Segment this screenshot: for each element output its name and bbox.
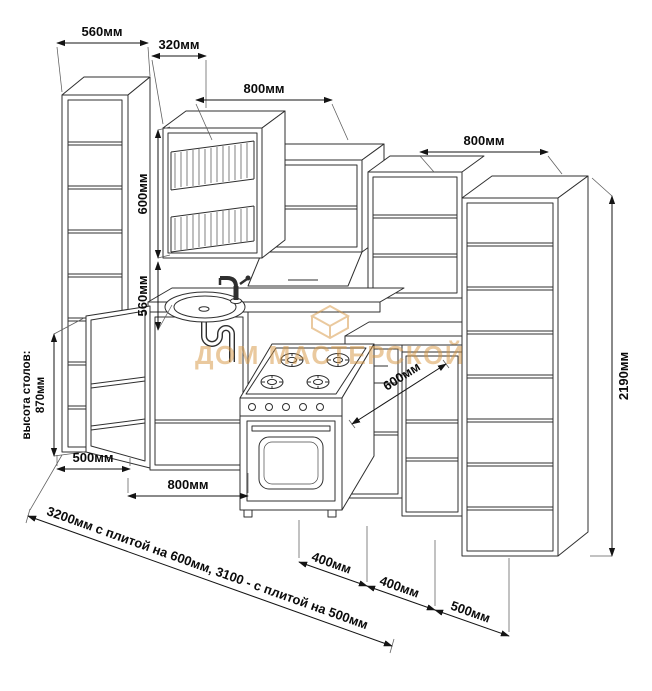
dim-cabinet-width-560: 560мм xyxy=(56,24,151,93)
dim-rack-to-counter-560: 560мм xyxy=(135,261,173,331)
dim-sink-cabinet-800: 800мм xyxy=(127,473,249,500)
stove-knobs xyxy=(248,403,324,411)
burner xyxy=(326,353,350,367)
burner xyxy=(306,375,330,389)
dim-right-section-label: 800мм xyxy=(464,133,505,148)
dim-floor-seg3-label: 500мм xyxy=(449,598,493,626)
worktop-height-caption: высота столов: xyxy=(21,351,33,440)
burner xyxy=(260,375,284,389)
open-shelf-unit xyxy=(367,155,485,299)
open-flap-door xyxy=(247,251,363,287)
dim-cabinet-width-label: 560мм xyxy=(82,24,123,39)
sink-base-cabinet xyxy=(149,311,249,471)
dim-floor-seg2-label: 400мм xyxy=(378,573,422,601)
dim-rack-height-600: 600мм xyxy=(135,126,171,259)
dish-rack-lower xyxy=(170,205,255,253)
watermark-logo-icon xyxy=(309,304,351,340)
burner xyxy=(280,353,304,367)
dim-floor-seg1-label: 400мм xyxy=(310,549,354,577)
drain-pipe xyxy=(201,322,235,362)
watermark-text: ДОМ МАСТЕРСКОЙ xyxy=(195,340,465,370)
watermark: ДОМ МАСТЕРСКОЙ xyxy=(195,304,465,370)
dim-rack-to-counter-label: 560мм xyxy=(135,276,150,317)
dim-total-height-label: 2190мм xyxy=(616,352,631,400)
dish-rack-upper xyxy=(170,140,255,191)
dim-total-height-2190: 2190мм xyxy=(590,177,631,557)
dim-right-section-800: 800мм xyxy=(419,133,563,175)
faucet xyxy=(218,275,251,305)
worktop-height-value: 870мм xyxy=(35,377,47,413)
dim-total-length-label: 3200мм с плитой на 600мм, 3100 - с плито… xyxy=(45,503,370,632)
dim-end-depth-label: 500мм xyxy=(73,450,114,465)
sink xyxy=(164,275,251,323)
dim-worktop-height-870: высота столов: 870мм xyxy=(21,317,85,457)
end-unit-shelves xyxy=(90,376,146,431)
base-end-unit xyxy=(85,305,151,469)
dim-sink-cabinet-label: 800мм xyxy=(168,477,209,492)
right-cabinet-shelves xyxy=(467,242,553,511)
oven-door xyxy=(246,420,336,502)
dim-rack-width-label: 320мм xyxy=(159,37,200,52)
open-shelves xyxy=(373,214,457,258)
dim-rack-height-label: 600мм xyxy=(135,174,150,215)
dim-rack-width-320: 320мм xyxy=(151,37,207,125)
dish-rack-cabinet xyxy=(162,110,286,259)
dim-wall-cabinet-label: 800мм xyxy=(244,81,285,96)
right-tall-cabinet xyxy=(461,175,589,557)
dim-wall-cabinet-800: 800мм xyxy=(195,81,349,141)
sink-cabinet-shelf xyxy=(155,419,243,424)
